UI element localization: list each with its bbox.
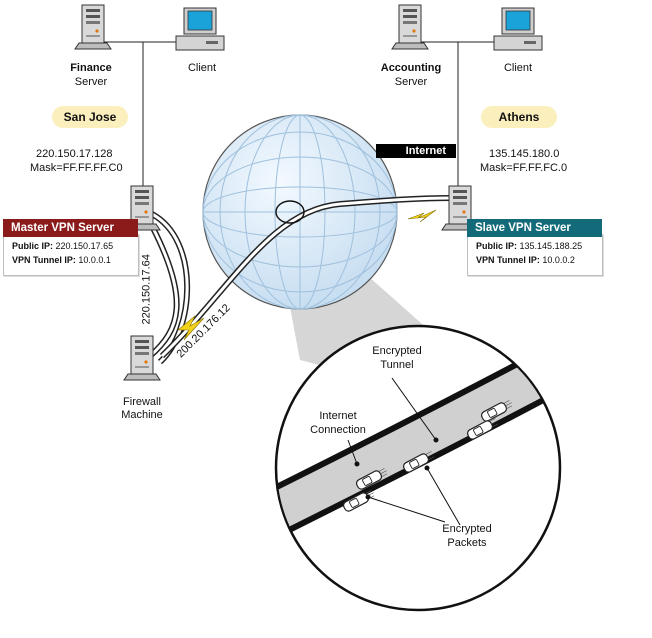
master-public-ip-label: Public IP:	[12, 241, 54, 251]
master-public-ip-row: Public IP: 220.150.17.65	[12, 239, 130, 253]
accounting-server-name: Accounting	[380, 62, 442, 74]
slave-public-ip-row: Public IP: 135.145.188.25	[476, 239, 594, 253]
finance-server-name: Finance	[70, 62, 112, 74]
slave-vpn-title: Slave VPN Server	[467, 219, 602, 237]
master-firewall-link-ip: 220.150.17.64	[140, 254, 153, 325]
client-right-label: Client	[503, 62, 533, 74]
slave-public-ip: 135.145.188.25	[519, 241, 583, 251]
encrypted-packets-line1: Encrypted	[442, 523, 492, 535]
slave-tunnel-ip: 10.0.0.2	[542, 255, 575, 265]
finance-server-label: Finance	[62, 62, 120, 75]
client-left-icon	[175, 7, 225, 51]
master-public-ip: 220.150.17.65	[55, 241, 114, 251]
client-right-icon	[493, 7, 543, 51]
finance-server-type: Server	[74, 76, 108, 88]
master-vpn-title: Master VPN Server	[3, 219, 138, 237]
slave-tunnel-ip-label: VPN Tunnel IP:	[476, 255, 540, 265]
firewall-machine-icon	[123, 335, 161, 381]
tunnel-focus-ring	[275, 200, 305, 224]
left-network-mask: Mask=FF.FF.FF.C0	[30, 162, 123, 174]
master-vpn-info: Public IP: 220.150.17.65 VPN Tunnel IP: …	[3, 234, 139, 276]
left-network-address: 220.150.17.128	[36, 148, 113, 160]
vpn-tunnel-cables	[148, 195, 453, 365]
internet-connection-line2: Connection	[310, 424, 366, 436]
slave-vpn-info: Public IP: 135.145.188.25 VPN Tunnel IP:…	[467, 234, 603, 276]
site-athens: Athens	[481, 106, 557, 128]
master-tunnel-ip-label: VPN Tunnel IP:	[12, 255, 76, 265]
firewall-name: Firewall	[123, 396, 161, 408]
slave-tunnel-ip-row: VPN Tunnel IP: 10.0.0.2	[476, 253, 594, 267]
client-left-label: Client	[187, 62, 217, 74]
firewall-type: Machine	[121, 409, 163, 421]
encrypted-packets-line2: Packets	[447, 537, 487, 549]
master-tunnel-ip: 10.0.0.1	[78, 255, 111, 265]
master-tunnel-ip-row: VPN Tunnel IP: 10.0.0.1	[12, 253, 130, 267]
right-network-mask: Mask=FF.FF.FC.0	[480, 162, 568, 174]
internet-connection-line1: Internet	[319, 410, 357, 422]
encrypted-tunnel-line1: Encrypted	[372, 345, 422, 357]
site-san-jose: San Jose	[52, 106, 128, 128]
accounting-server-type: Server	[394, 76, 428, 88]
lan-lines	[104, 41, 496, 192]
encrypted-tunnel-line2: Tunnel	[380, 359, 414, 371]
firewall-link-bolt	[177, 315, 205, 341]
internet-label: Internet	[376, 144, 456, 158]
right-network-address: 135.145.180.0	[489, 148, 560, 160]
slave-public-ip-label: Public IP:	[476, 241, 518, 251]
slave-link-bolt	[407, 209, 437, 223]
